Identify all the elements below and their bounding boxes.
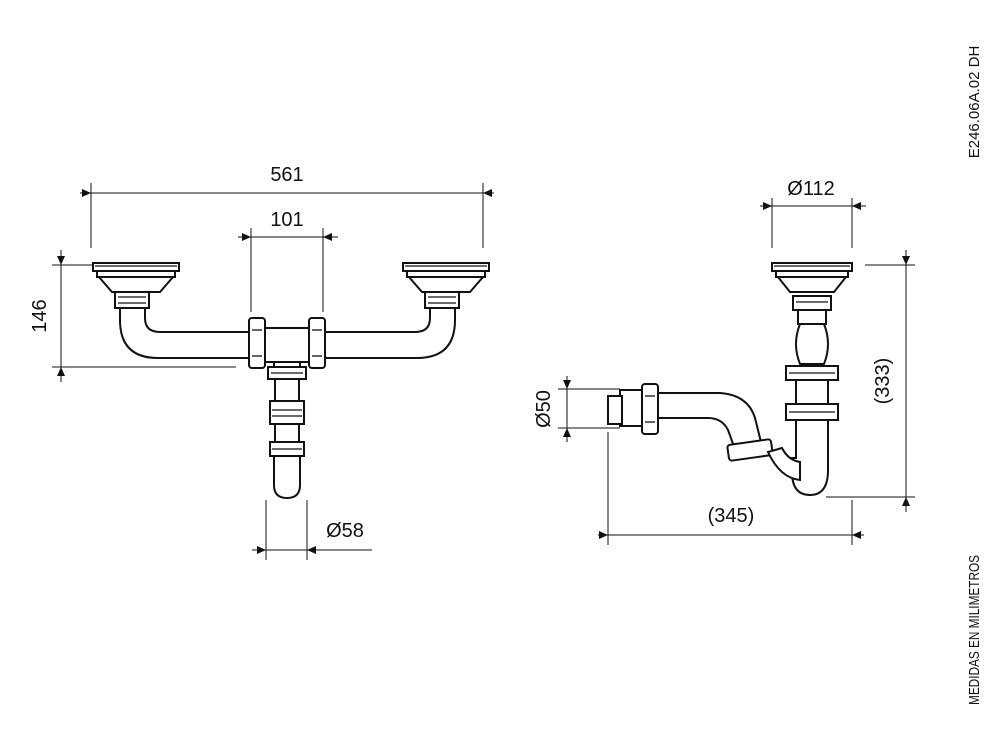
dim-146 xyxy=(52,250,236,382)
dim-label-d58: Ø58 xyxy=(326,520,364,542)
dim-label-333: (333) xyxy=(872,358,894,405)
dim-label-345: (345) xyxy=(708,505,755,527)
dim-345 xyxy=(598,432,864,545)
dim-d50 xyxy=(558,376,620,442)
dim-label-101: 101 xyxy=(270,209,303,231)
dim-label-561: 561 xyxy=(270,164,303,186)
dim-d58 xyxy=(252,500,372,560)
front-view xyxy=(52,183,494,560)
side-view xyxy=(558,198,915,545)
dim-333 xyxy=(826,250,915,512)
dim-101 xyxy=(238,228,338,312)
units-note: MEDIDAS EN MILIMETROS xyxy=(966,555,983,705)
side-outlet-pipe xyxy=(607,383,801,482)
dim-label-146: 146 xyxy=(29,299,51,332)
dim-561 xyxy=(80,183,494,248)
dim-label-d50: Ø50 xyxy=(533,390,555,428)
right-strainer xyxy=(402,262,490,309)
left-strainer xyxy=(92,262,180,309)
drawing-code: E246.06A.02 DH xyxy=(966,46,983,159)
dim-label-d112: Ø112 xyxy=(787,178,834,200)
front-vertical-trap xyxy=(267,366,307,500)
tee-fitting xyxy=(248,317,326,369)
dim-d112 xyxy=(760,198,866,248)
